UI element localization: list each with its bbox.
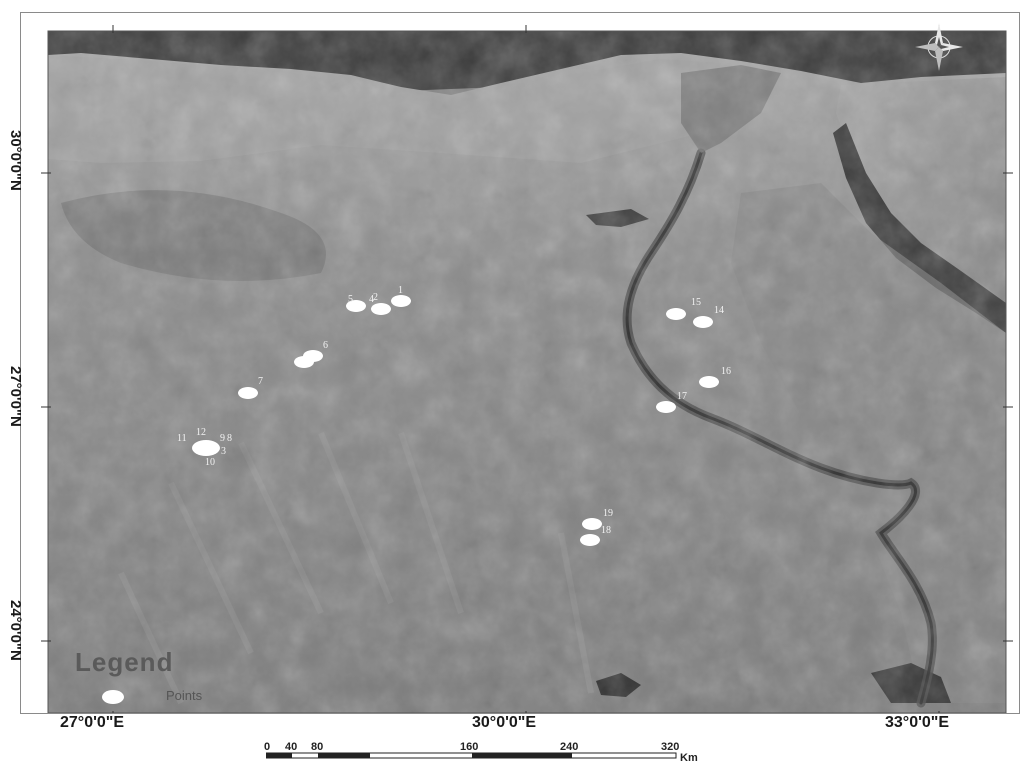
point-marker <box>238 387 258 399</box>
point-marker <box>391 295 411 307</box>
point-label: 10 <box>205 457 215 468</box>
north-arrow-compass-rose-icon <box>915 23 963 71</box>
graticule-ticks <box>41 25 1013 713</box>
point-label: 8 <box>227 433 232 444</box>
point-labels: 1 2 3 4 5 6 7 8 9 10 11 12 15 14 16 17 1… <box>177 285 731 536</box>
point-marker <box>582 518 602 530</box>
latitude-label-30n: 30°0'0"N <box>7 130 24 191</box>
point-marker <box>346 300 366 312</box>
point-label: 12 <box>196 427 206 438</box>
point-label: 3 <box>221 446 226 457</box>
map-frame: 1 2 3 4 5 6 7 8 9 10 11 12 15 14 16 17 1… <box>20 12 1020 714</box>
point-label: 7 <box>258 376 263 387</box>
point-label: 9 <box>220 433 225 444</box>
point-marker <box>294 356 314 368</box>
point-marker <box>580 534 600 546</box>
point-label: 6 <box>323 340 328 351</box>
longitude-label-30e: 30°0'0"E <box>472 714 537 731</box>
point-label: 18 <box>601 525 611 536</box>
point-label: 2 <box>373 292 378 303</box>
latitude-label-24n: 24°0'0"N <box>7 600 24 661</box>
point-label: 1 <box>398 285 403 296</box>
longitude-label-27e: 27°0'0"E <box>60 714 125 731</box>
scale-label-160: 160 <box>460 741 479 753</box>
point-marker <box>666 308 686 320</box>
terrain-texture <box>48 31 1006 713</box>
point-label: 17 <box>677 391 687 402</box>
scale-label-80: 80 <box>311 741 324 753</box>
point-label: 4 <box>369 294 374 305</box>
legend-item-label: Points <box>166 688 203 703</box>
latitude-label-27n: 27°0'0"N <box>7 366 24 427</box>
scale-bar <box>266 752 677 759</box>
sample-points <box>192 295 719 546</box>
point-label: 11 <box>177 433 187 444</box>
neatline <box>47 30 1007 713</box>
scale-label-40: 40 <box>285 741 298 753</box>
legend-title: Legend <box>75 647 174 677</box>
scale-label-240: 240 <box>560 741 579 753</box>
point-marker <box>699 376 719 388</box>
legend-point-symbol <box>102 690 124 704</box>
point-marker <box>192 440 220 456</box>
point-label: 16 <box>721 366 731 377</box>
scale-unit: Km <box>680 752 698 764</box>
satellite-map: 1 2 3 4 5 6 7 8 9 10 11 12 15 14 16 17 1… <box>41 23 1013 713</box>
point-label: 5 <box>348 294 353 305</box>
point-label: 19 <box>603 508 613 519</box>
point-label: 15 <box>691 297 701 308</box>
point-label: 14 <box>714 305 724 316</box>
point-marker <box>371 303 391 315</box>
scale-label-0: 0 <box>264 741 271 753</box>
scale-label-320: 320 <box>661 741 680 753</box>
point-marker <box>693 316 713 328</box>
point-marker <box>656 401 676 413</box>
longitude-label-33e: 33°0'0"E <box>885 714 950 731</box>
